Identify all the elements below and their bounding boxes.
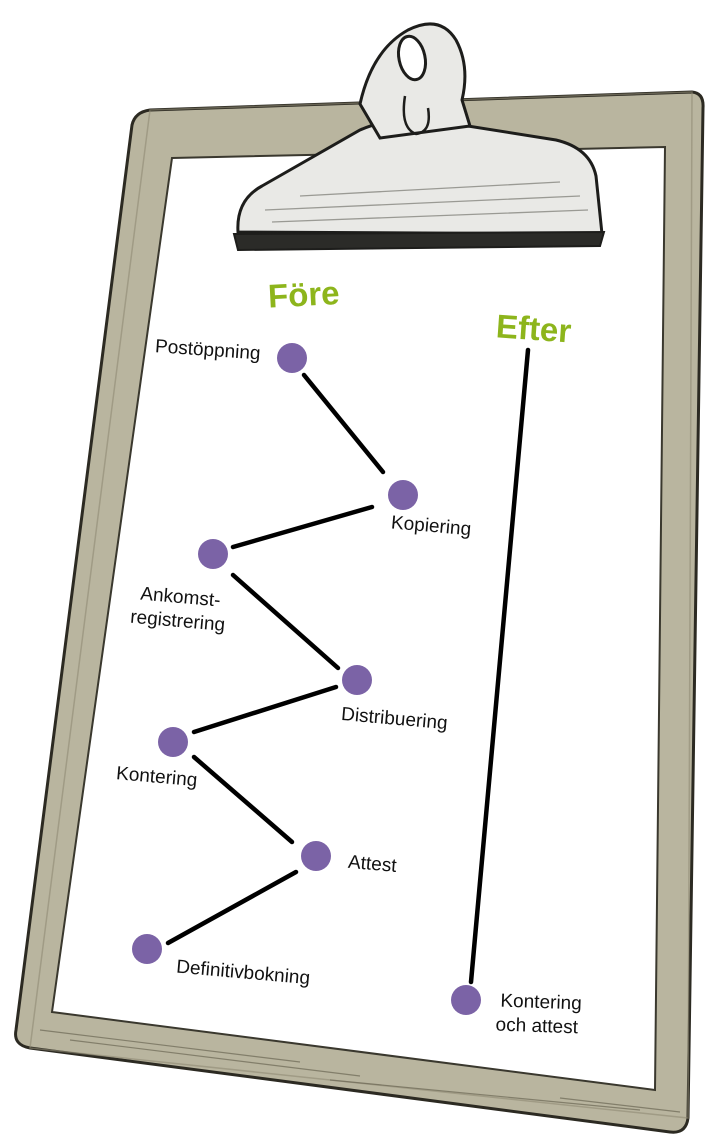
connector-6 bbox=[165, 869, 299, 946]
connector-2 bbox=[230, 504, 375, 550]
step-node-kopiering bbox=[388, 480, 418, 510]
step-label-attest: Attest bbox=[347, 852, 398, 877]
step-node-definitivbokning bbox=[132, 934, 162, 964]
connector-4 bbox=[191, 684, 339, 735]
clipboard-board-bevel bbox=[29, 91, 693, 1119]
step-node-ankomstregistrering bbox=[198, 539, 228, 569]
step-node-kontering bbox=[158, 727, 188, 757]
step-label-kontering-och-attest: Kontering och attest bbox=[495, 990, 587, 1038]
board-shading bbox=[39, 1029, 681, 1113]
metal-clip-icon bbox=[232, 22, 606, 252]
clip-hatching bbox=[264, 181, 589, 223]
step-node-postoppning bbox=[277, 343, 307, 373]
step-node-distribuering bbox=[342, 665, 372, 695]
before-nodes bbox=[132, 343, 418, 964]
clip-hook bbox=[402, 95, 430, 136]
connector-5 bbox=[191, 754, 295, 845]
heading-efter: Efter bbox=[495, 307, 573, 349]
step-node-kontering-och-attest bbox=[451, 985, 481, 1015]
clip-rim bbox=[232, 230, 606, 252]
step-node-attest bbox=[301, 841, 331, 871]
heading-fore: Före bbox=[267, 274, 340, 315]
step-label-kontering-och-attest-line-2: och attest bbox=[495, 1014, 579, 1038]
clipboard-icon bbox=[14, 90, 705, 1134]
connector-3 bbox=[230, 572, 341, 671]
clip-hole bbox=[396, 34, 428, 82]
step-label-kontering-och-attest-line-1: Kontering bbox=[500, 991, 582, 1015]
after-connector bbox=[468, 347, 531, 985]
connector-1 bbox=[301, 372, 386, 475]
before-connectors bbox=[165, 372, 386, 946]
